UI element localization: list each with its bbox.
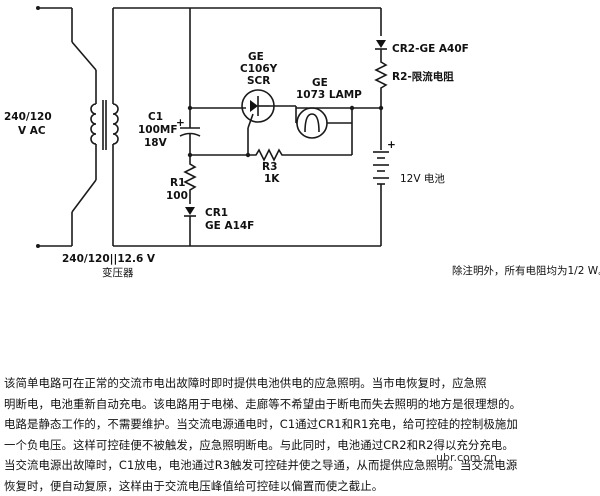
c1-capacitor: + bbox=[176, 117, 200, 136]
cr1-diode bbox=[184, 207, 196, 216]
transformer-rating: 240/120||12.6 V bbox=[62, 253, 156, 265]
lamp-model: 1073 LAMP bbox=[296, 89, 362, 101]
r3-label: R3 bbox=[262, 161, 277, 173]
r3-value: 1K bbox=[264, 173, 280, 185]
c1-voltage: 18V bbox=[144, 137, 168, 149]
r2-resistor bbox=[376, 56, 386, 108]
c1-value: 100MF bbox=[138, 124, 178, 136]
watermark: ubr.com.cn bbox=[436, 451, 497, 464]
r3-resistor bbox=[248, 150, 352, 160]
transformer bbox=[36, 6, 118, 248]
ac-voltage-unit: V AC bbox=[18, 125, 46, 137]
scr-type: SCR bbox=[247, 75, 270, 87]
battery-label: 12V 电池 bbox=[400, 172, 445, 185]
ac-voltage-label: 240/120 bbox=[4, 111, 52, 123]
transformer-label: 变压器 bbox=[102, 266, 134, 279]
scr-model: C106Y bbox=[240, 63, 278, 75]
cr2-diode bbox=[375, 40, 387, 56]
r1-label: R1 bbox=[170, 177, 185, 189]
cr1-label: CR1 bbox=[205, 207, 228, 219]
description-line: 一个负电压。这样可控硅便不被触发，应急照明断电。与此同时，电池通过CR2和R2得… bbox=[4, 435, 598, 456]
cr1-model: GE A14F bbox=[205, 220, 254, 232]
description-line: 该简单电路可在正常的交流市电出故障时即时提供电池供电的应急照明。当市电恢复时，应… bbox=[4, 373, 598, 394]
battery-plus: + bbox=[387, 139, 396, 151]
r2-label: R2-限流电阻 bbox=[392, 70, 454, 83]
scr-thyristor bbox=[190, 90, 296, 155]
resistor-note: 除注明外，所有电阻均为1/2 W。 bbox=[452, 264, 600, 277]
description-line: 恢复时，便自动复原，这样由于交流电压峰值给可控硅以偏置而使之截止。 bbox=[4, 476, 598, 496]
r1-value: 100 bbox=[166, 190, 188, 202]
c1-label: C1 bbox=[148, 111, 163, 123]
scr-label: GE bbox=[248, 51, 264, 63]
battery-12v bbox=[373, 152, 389, 192]
lamp-bulb bbox=[296, 106, 352, 155]
lamp-label: GE bbox=[312, 77, 328, 89]
description-text: 该简单电路可在正常的交流市电出故障时即时提供电池供电的应急照明。当市电恢复时，应… bbox=[4, 373, 598, 496]
description-line: 当交流电源出故障时，C1放电，电池通过R3触发可控硅并使之导通，从而提供应急照明… bbox=[4, 455, 598, 476]
description-line: 明断电，电池重新自动充电。该电路用于电梯、走廊等不希望由于断电而失去照明的地方是… bbox=[4, 394, 598, 415]
description-line: 电路是静态工作的，不需要维护。当交流电源通电时，C1通过CR1和R1充电，给可控… bbox=[4, 414, 598, 435]
cr2-label: CR2-GE A40F bbox=[392, 43, 469, 55]
